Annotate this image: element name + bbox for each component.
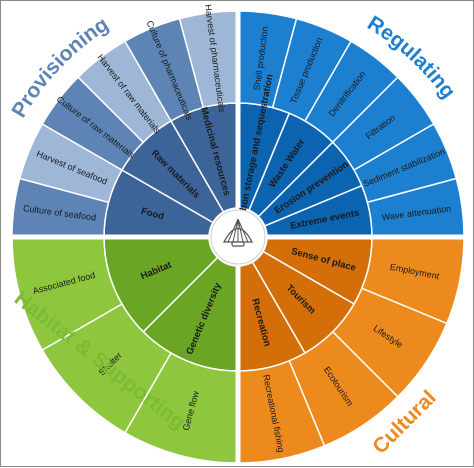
wheel-sectors bbox=[11, 10, 465, 464]
shell-icon bbox=[210, 209, 266, 265]
wheel-dividers bbox=[12, 11, 464, 463]
